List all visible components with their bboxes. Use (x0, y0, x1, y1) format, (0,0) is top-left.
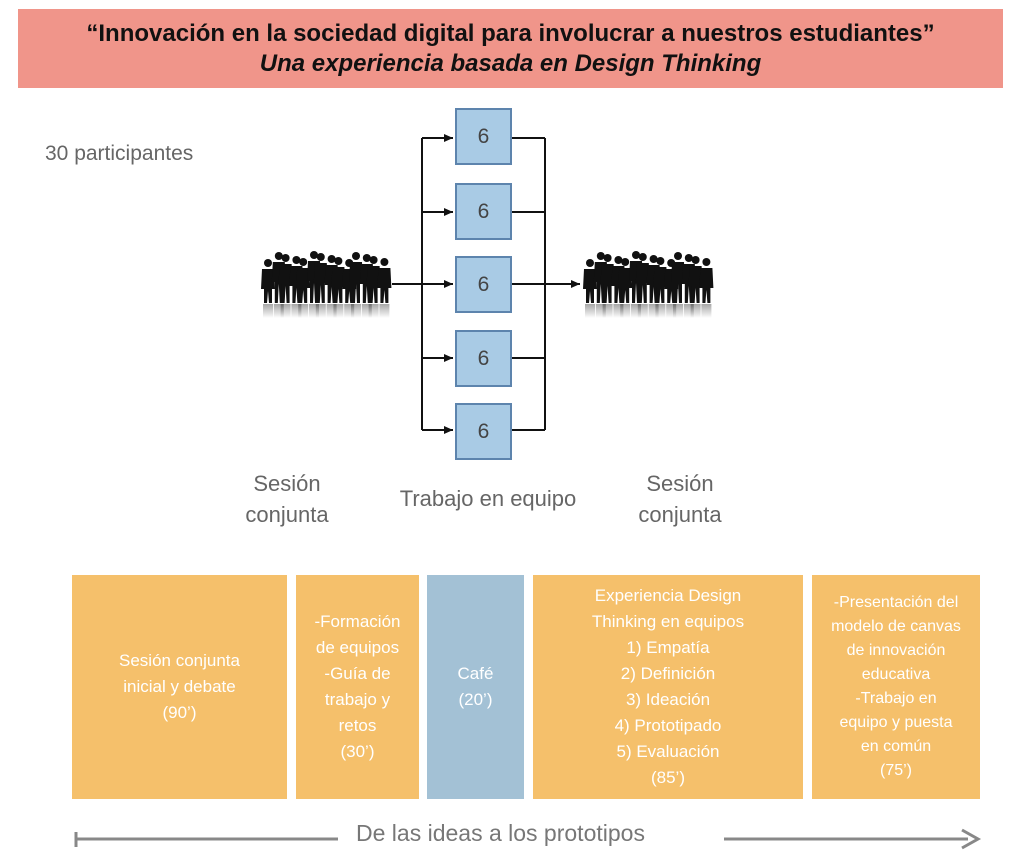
block-text-line: equipo y puesta (839, 714, 953, 731)
label-line: conjunta (245, 502, 329, 527)
teamwork-label: Trabajo en equipo (399, 486, 577, 511)
joint-session-left-label: Sesión conjunta (232, 468, 342, 530)
block-text-line: -Trabajo en (855, 690, 937, 707)
block-text-line: (90’) (162, 703, 197, 722)
block-text-line: 4) Prototipado (614, 716, 722, 735)
block-text-line: en común (860, 738, 932, 755)
person-silhouette-icon (653, 257, 668, 318)
people-crowd-icon (261, 251, 392, 318)
participants-count: 30 participantes (45, 142, 194, 165)
block-text-line: modelo de canvas (831, 618, 961, 635)
block-text-line: 3) Ideación (625, 690, 711, 709)
block-text-line: Experiencia Design (594, 586, 742, 605)
team-box-2: 6 (455, 183, 512, 240)
block-text-line: Café (457, 664, 494, 683)
person-silhouette-icon (366, 256, 381, 318)
person-silhouette-icon (313, 253, 328, 318)
person-silhouette-icon (688, 256, 703, 318)
block-text-line: -Formación (314, 612, 401, 631)
block-text-line: inicial y debate (123, 677, 236, 696)
person-silhouette-icon (261, 259, 275, 318)
block-text-line: -Guía de (324, 664, 391, 683)
team-box-3: 6 (455, 256, 512, 313)
joint-session-right-label: Sesión conjunta (625, 468, 735, 530)
block-text-line: de innovación (846, 642, 946, 659)
header-title: “Innovación en la sociedad digital para … (86, 19, 935, 47)
label-line: Sesión (253, 471, 321, 496)
person-silhouette-icon (671, 252, 685, 318)
block-text-line: retos (338, 716, 377, 735)
timeline-label: De las ideas a los prototipos (356, 820, 645, 846)
person-silhouette-icon (331, 257, 346, 318)
block-text-line: 1) Empatía (626, 638, 710, 657)
label-line: Sesión (646, 471, 714, 496)
header-subtitle: Una experiencia basada en Design Thinkin… (259, 49, 762, 77)
person-silhouette-icon (635, 253, 650, 318)
block-text-line: 5) Evaluación (616, 742, 720, 761)
block-text-line: (75’) (879, 762, 912, 779)
person-silhouette-icon (583, 259, 597, 318)
block-text-line: educativa (861, 666, 931, 683)
block-joint-session: Sesión conjunta inicial y debate (90’) (72, 575, 287, 799)
block-text-line: trabajo y (324, 690, 391, 709)
person-silhouette-icon (377, 258, 392, 318)
timeline-arrow-icon (961, 828, 982, 850)
block-text-line: (20’) (458, 690, 493, 709)
team-box-1: 6 (455, 108, 512, 165)
label-line: conjunta (638, 502, 722, 527)
header-banner: “Innovación en la sociedad digital para … (18, 9, 1003, 88)
block-coffee: Café (20’) (427, 575, 524, 799)
block-text-line: Thinking en equipos (591, 612, 745, 631)
team-box-4: 6 (455, 330, 512, 387)
person-silhouette-icon (349, 252, 363, 318)
person-silhouette-icon (278, 254, 293, 318)
block-text-line: Sesión conjunta (119, 651, 240, 670)
block-text-line: -Presentación del (833, 594, 959, 611)
block-text-line: 2) Definición (620, 664, 716, 683)
block-text-line: (85’) (650, 768, 685, 787)
people-crowd-icon (583, 251, 714, 318)
block-presentation: -Presentación del modelo de canvas de inno… (812, 575, 980, 799)
team-box-5: 6 (455, 403, 512, 460)
block-team-formation: -Formación de equipos -Guía de trabajo y ret… (296, 575, 419, 799)
block-text-line: (30’) (340, 742, 375, 761)
block-text-line: de equipos (315, 638, 400, 657)
person-silhouette-icon (699, 258, 714, 318)
person-silhouette-icon (618, 258, 633, 318)
person-silhouette-icon (600, 254, 615, 318)
person-silhouette-icon (296, 258, 311, 318)
